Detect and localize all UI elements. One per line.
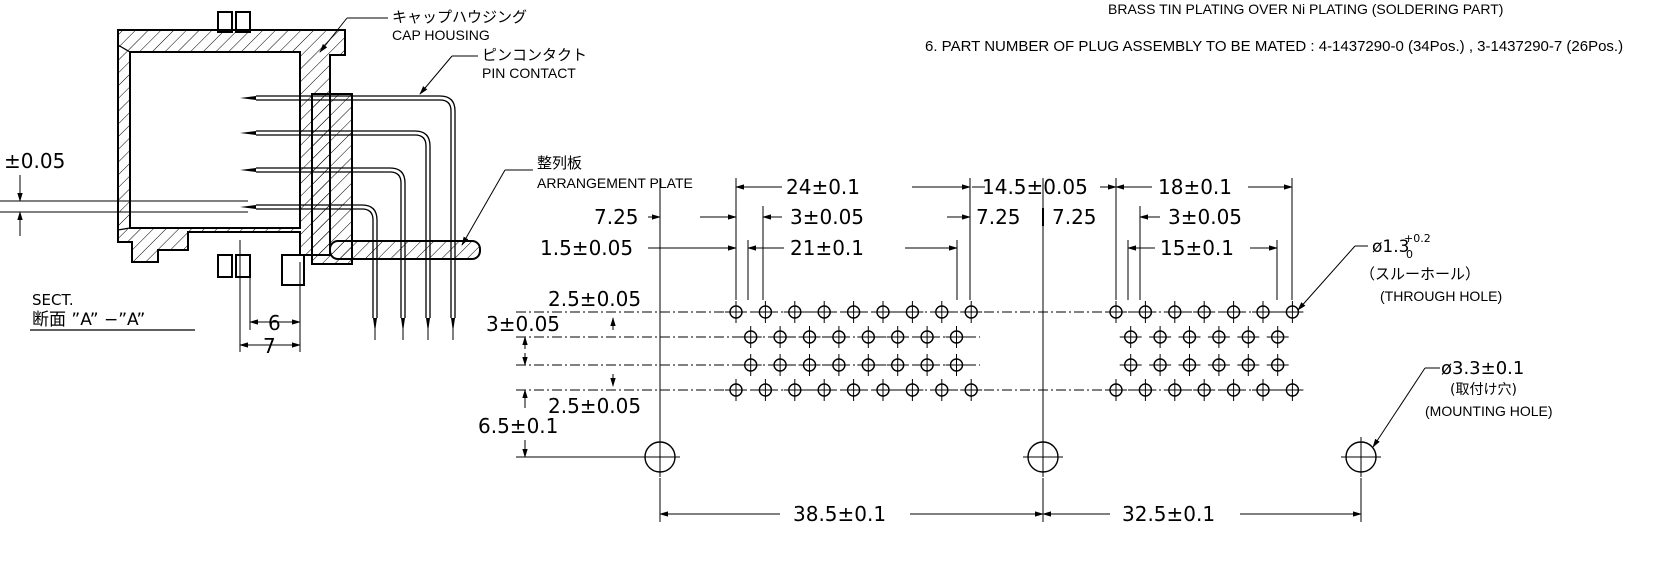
- dim-pin-tol: ±0.05: [4, 149, 65, 173]
- note-plating: BRASS TIN PLATING OVER Ni PLATING (SOLDE…: [1108, 1, 1503, 17]
- dim-7-25-mid-b: 7.25: [1052, 205, 1097, 229]
- callouts: キャップハウジング CAP HOUSING ピンコンタクト PIN CONTAC…: [319, 8, 1553, 448]
- dim-14-5: 14.5±0.05: [982, 175, 1088, 199]
- bottom-latch-tab: [217, 254, 233, 278]
- dim-1-5: 1.5±0.05: [540, 236, 633, 260]
- callout-through-hole-en: (THROUGH HOLE): [1380, 288, 1502, 304]
- dim-3-row: 3±0.05: [486, 312, 560, 336]
- dim-7-25-mid-a: 7.25: [976, 205, 1021, 229]
- dim-21: 21±0.1: [790, 236, 864, 260]
- callout-cap-housing-jp: キャップハウジング: [392, 8, 527, 26]
- housing-wall: [311, 93, 353, 265]
- callout-through-hole-tol-low: 0: [1406, 248, 1413, 261]
- dim-3-left: 3±0.05: [790, 205, 864, 229]
- section-label: 断面 ”A” −”A”: [32, 310, 145, 330]
- dim-2-5-top: 2.5±0.05: [548, 287, 641, 311]
- dim-15: 15±0.1: [1160, 236, 1234, 260]
- dim-32-5: 32.5±0.1: [1122, 502, 1215, 526]
- footprint-holes: [640, 301, 1381, 477]
- cap-housing-body: [117, 29, 346, 263]
- dim-3-right: 3±0.05: [1168, 205, 1242, 229]
- callout-through-hole-tol-up: +0.2: [1404, 232, 1431, 245]
- callout-through-hole-jp: （スルーホール）: [1360, 265, 1480, 283]
- callout-mounting-hole-jp: (取付け穴): [1450, 382, 1517, 398]
- section-view: ±0.05 6 7 SECT. 断面 ”A” −”A”: [0, 11, 481, 358]
- footprint-dimensions: 24±0.1 14.5±0.05 18±0.1 7.25 3±0.05 7.25…: [478, 175, 1362, 526]
- callout-mounting-hole-dia: ø3.3±0.1: [1441, 358, 1524, 379]
- section-sect: SECT.: [32, 291, 74, 309]
- dim-38-5: 38.5±0.1: [793, 502, 886, 526]
- housing-cavity: [129, 51, 301, 229]
- dim-18: 18±0.1: [1158, 175, 1232, 199]
- callout-arrangement-jp: 整列板: [537, 154, 582, 172]
- callout-pin-contact-jp: ピンコンタクト: [482, 46, 587, 64]
- top-latch-tab: [217, 11, 233, 33]
- callout-pin-contact-en: PIN CONTACT: [482, 65, 576, 81]
- callout-cap-housing-en: CAP HOUSING: [392, 27, 490, 43]
- callout-arrangement-en: ARRANGEMENT PLATE: [537, 175, 693, 191]
- dim-2-5-bot: 2.5±0.05: [548, 394, 641, 418]
- dim-6-5: 6.5±0.1: [478, 414, 558, 438]
- callout-mounting-hole-en: (MOUNTING HOLE): [1425, 403, 1553, 419]
- dim-7-25-left: 7.25: [594, 205, 639, 229]
- callout-through-hole-dia: ø1.3: [1372, 237, 1409, 257]
- dim-6: 6: [268, 311, 281, 335]
- note-6: 6. PART NUMBER OF PLUG ASSEMBLY TO BE MA…: [925, 38, 1623, 55]
- dim-7: 7: [263, 334, 276, 358]
- dim-24: 24±0.1: [786, 175, 860, 199]
